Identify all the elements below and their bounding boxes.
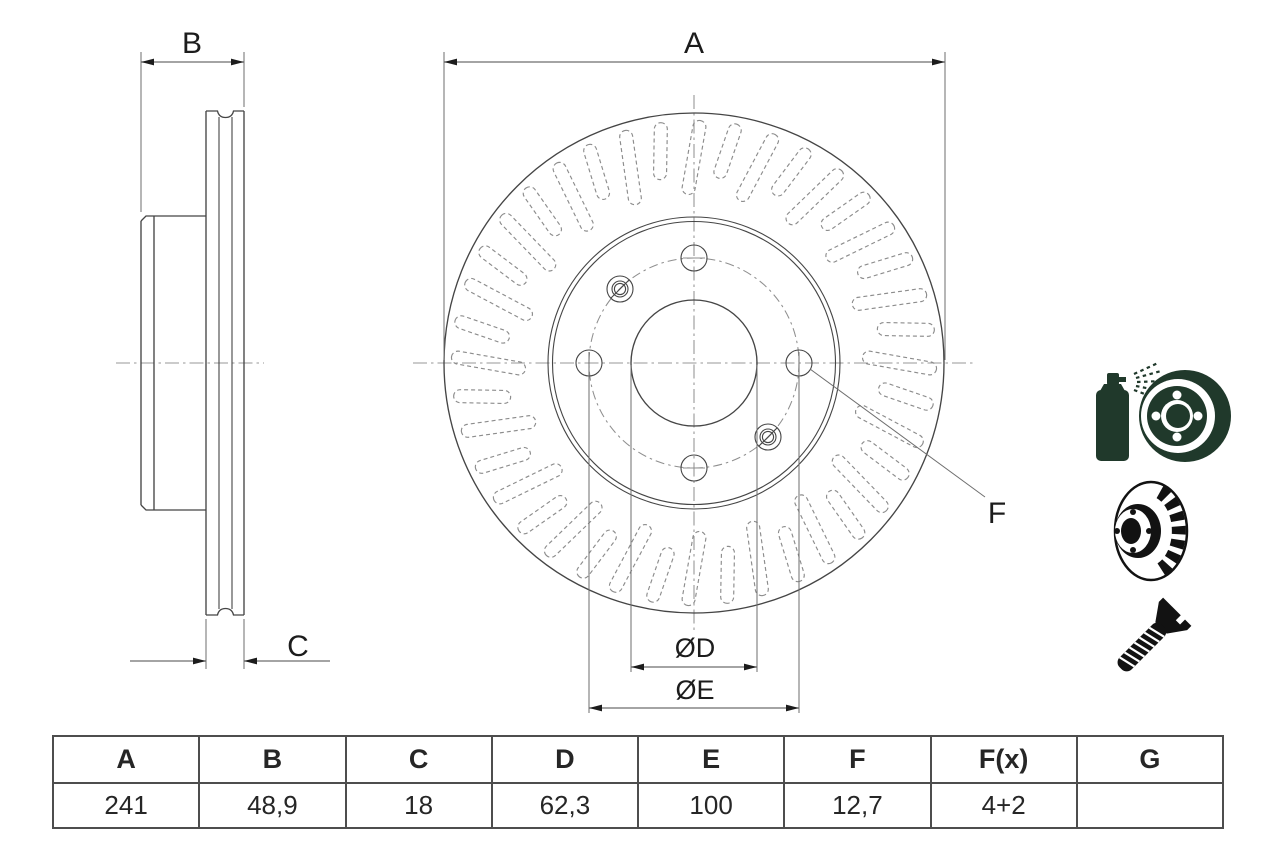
vent-slot bbox=[583, 143, 611, 200]
hat-bottom-wall bbox=[140, 504, 206, 511]
vent-slot bbox=[522, 186, 563, 237]
vent-channel-walls bbox=[218, 117, 233, 609]
vent-slot bbox=[771, 147, 812, 197]
vent-slot bbox=[777, 526, 805, 583]
col-header-b: B bbox=[198, 735, 347, 784]
hat-circle-inner bbox=[551, 220, 837, 506]
vent-slot bbox=[619, 129, 642, 206]
vent-slot bbox=[450, 350, 527, 376]
col-header-g: G bbox=[1075, 735, 1225, 784]
vent-band bbox=[1156, 485, 1186, 577]
vent-slot bbox=[854, 404, 924, 449]
value-c: 18 bbox=[344, 782, 493, 829]
value-e: 100 bbox=[636, 782, 786, 829]
vent-slot bbox=[735, 133, 780, 203]
vent-slots bbox=[450, 119, 938, 607]
spray-can-body bbox=[1096, 390, 1129, 461]
vent-slot bbox=[460, 415, 537, 438]
dimension-e: ØE bbox=[588, 352, 800, 713]
value-g bbox=[1075, 782, 1225, 829]
vent-slot bbox=[713, 123, 742, 180]
center-bore bbox=[630, 299, 758, 427]
coated-disc bbox=[1139, 370, 1231, 462]
disc-outer-circle bbox=[443, 112, 945, 614]
ring-bottom-edge bbox=[206, 607, 244, 616]
dim-label-d: ØD bbox=[675, 633, 716, 663]
vent-slot bbox=[454, 315, 511, 344]
vented-disc-icon bbox=[1113, 480, 1189, 582]
dimension-d: ØD bbox=[630, 365, 758, 672]
side-view bbox=[116, 110, 264, 616]
vent-slot bbox=[552, 161, 594, 232]
col-header-fx: F(x) bbox=[929, 735, 1078, 784]
vent-slot bbox=[652, 122, 668, 181]
vent-slot bbox=[646, 546, 675, 603]
spec-table-value-row: 241 48,9 18 62,3 100 12,7 4+2 bbox=[51, 782, 1225, 829]
value-fx: 4+2 bbox=[929, 782, 1078, 829]
dim-label-e: ØE bbox=[675, 675, 714, 705]
hat-top-wall bbox=[140, 215, 206, 222]
ring-top-edge bbox=[206, 110, 244, 119]
vent-slot bbox=[543, 500, 603, 558]
vent-slot bbox=[877, 382, 934, 411]
pin-hole-lower-right bbox=[754, 423, 782, 451]
pin-hole-upper-left bbox=[606, 275, 634, 303]
pin-slash bbox=[610, 279, 630, 299]
vent-slot bbox=[464, 277, 534, 322]
front-view bbox=[413, 95, 976, 632]
vent-slot bbox=[876, 321, 935, 337]
vent-slot bbox=[851, 288, 928, 311]
vent-slot bbox=[857, 252, 914, 280]
vent-slot bbox=[794, 494, 836, 565]
vent-slot bbox=[860, 440, 910, 481]
vent-slot bbox=[825, 221, 896, 263]
dimension-b: B bbox=[140, 27, 245, 212]
screw-threads bbox=[1119, 626, 1165, 668]
col-header-a: A bbox=[51, 735, 201, 784]
vent-slot bbox=[831, 454, 889, 514]
vent-slot bbox=[825, 489, 866, 540]
vent-slot bbox=[478, 245, 528, 286]
dim-label-b: B bbox=[182, 27, 202, 60]
vent-slot bbox=[861, 350, 938, 376]
value-b: 48,9 bbox=[198, 782, 347, 829]
vent-slot bbox=[681, 530, 707, 607]
value-f: 12,7 bbox=[783, 782, 932, 829]
vent-slot bbox=[746, 520, 769, 597]
vent-slot bbox=[474, 446, 531, 474]
vent-slot bbox=[492, 463, 563, 505]
spec-table: A B C D E F F(x) G 241 48,9 18 62,3 100 … bbox=[51, 735, 1225, 829]
vent-slot bbox=[820, 191, 871, 232]
dim-label-f: F bbox=[988, 497, 1006, 530]
vent-slot bbox=[576, 529, 617, 579]
vent-slot bbox=[453, 389, 512, 405]
spray-coating-icon bbox=[1096, 362, 1231, 462]
vent-slot bbox=[517, 494, 568, 535]
col-header-c: C bbox=[344, 735, 493, 784]
countersunk-screw-icon bbox=[1117, 597, 1192, 672]
vent-slot bbox=[681, 119, 707, 196]
pin-slash bbox=[758, 427, 778, 447]
value-d: 62,3 bbox=[490, 782, 640, 829]
col-header-f: F bbox=[783, 735, 932, 784]
hat-circle-outer bbox=[547, 216, 841, 510]
col-header-d: D bbox=[490, 735, 640, 784]
spec-table-header-row: A B C D E F F(x) G bbox=[51, 735, 1225, 784]
dimension-a: A bbox=[443, 27, 946, 360]
value-a: 241 bbox=[51, 782, 201, 829]
vent-slot bbox=[499, 212, 557, 272]
dim-label-c: C bbox=[287, 630, 309, 663]
dim-label-a: A bbox=[684, 27, 704, 60]
vent-slot bbox=[785, 168, 845, 226]
leader-f: F bbox=[809, 368, 1006, 530]
col-header-e: E bbox=[636, 735, 786, 784]
dimension-c: C bbox=[130, 619, 330, 669]
vent-slot bbox=[720, 545, 736, 604]
vent-slot bbox=[608, 523, 653, 593]
